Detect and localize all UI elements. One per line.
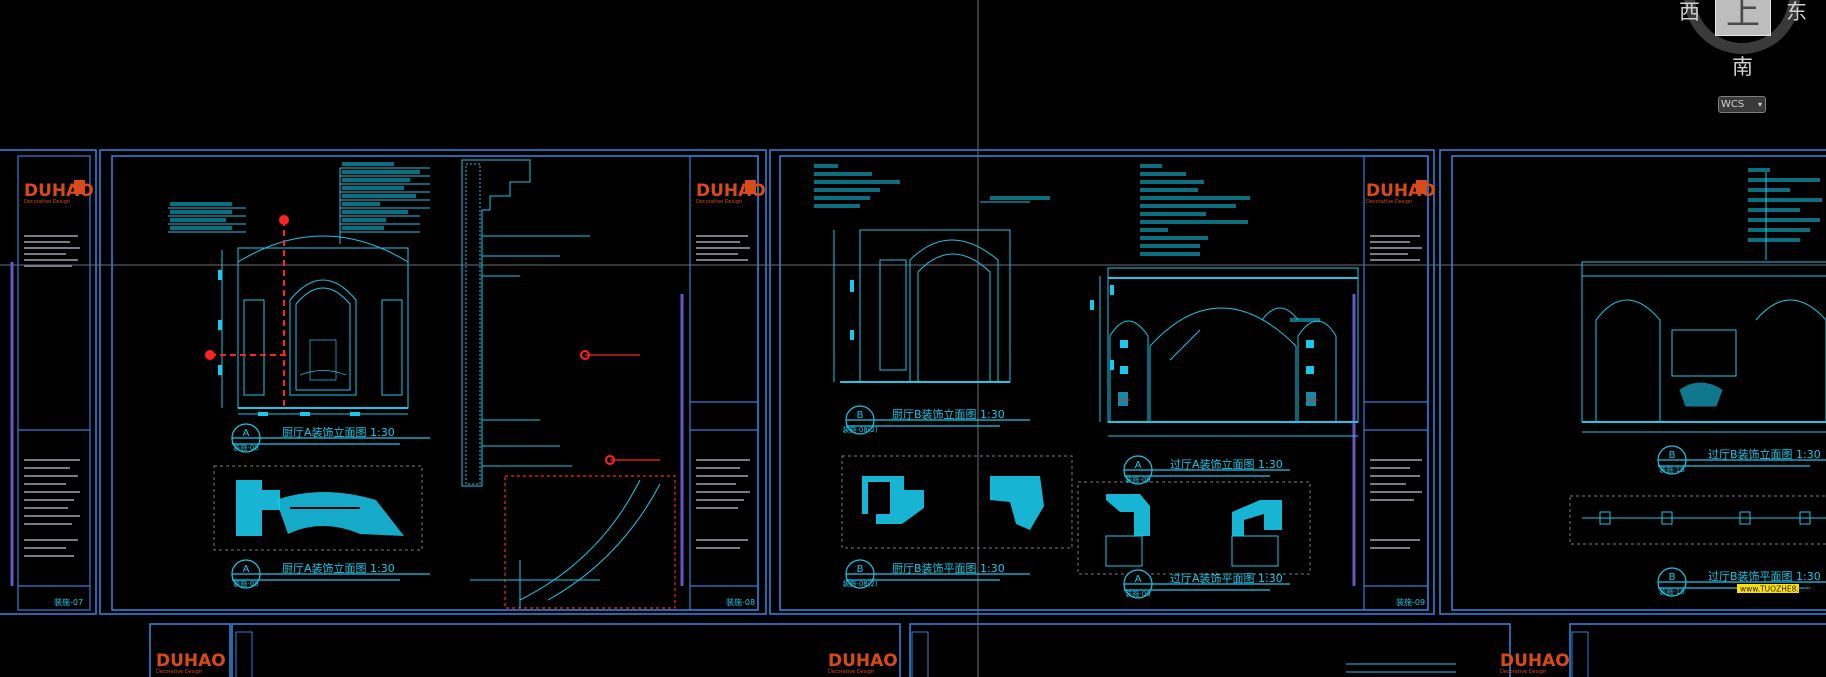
drawing-title: 厨厅A装饰立面图 1:30: [282, 425, 395, 439]
elevation-drawing-hall-a: [221, 235, 409, 415]
title-code: 装施-10: [1659, 465, 1684, 474]
chevron-down-icon: ▾: [1757, 100, 1762, 109]
title-code: 装施-08(2): [842, 425, 878, 434]
annotation-leaders: [168, 167, 430, 244]
section-drawing-detail: [470, 479, 661, 608]
annotation-text-blocks: [1140, 164, 1320, 322]
viewcube-top-face[interactable]: 上: [1715, 0, 1771, 36]
drawing-title: 厨厅B装饰平面图 1:30: [892, 561, 1005, 575]
logo-text: DUHAO: [1500, 651, 1570, 671]
logo-subtext: Decorative Design: [24, 199, 70, 205]
elevation-drawing-hall-b: [833, 201, 1030, 383]
drawing-title-labels: A 装施-08 厨厅A装饰立面图 1:30 A 装施-08 厨厅A装饰立面图 1…: [233, 407, 1820, 598]
plan-detail-hall-a: [213, 465, 423, 551]
viewcube-widget[interactable]: 上 西 东 南 WCS ▾: [1668, 0, 1826, 130]
sheet-side-bars: [10, 262, 1356, 586]
logo-subtext: Decorative Design: [1500, 669, 1546, 675]
title-code: 装施-08: [233, 579, 258, 588]
title-letter: A: [1135, 574, 1142, 585]
sheet-frames: [0, 149, 1826, 677]
elevation-drawing-lobby-b: [1581, 172, 1826, 433]
title-letter: B: [1669, 572, 1676, 583]
title-blocks: [17, 155, 1429, 611]
compass-east-label[interactable]: 东: [1786, 0, 1807, 24]
logo-text: DUHAO: [156, 651, 226, 671]
plan-detail-lobby-b: [1569, 495, 1826, 545]
title-letter: A: [243, 564, 250, 575]
drawing-title: 过厅A装饰立面图 1:30: [1170, 457, 1283, 471]
title-letter: A: [1135, 460, 1142, 471]
compass-south-label[interactable]: 南: [1732, 55, 1753, 79]
wcs-label: WCS: [1721, 99, 1745, 110]
annotation-text-blocks: [170, 162, 420, 230]
annotation-text-blocks: [814, 164, 1050, 208]
title-block-text-lines: [24, 235, 1422, 557]
plan-detail-lobby-a: [1077, 481, 1311, 575]
drawing-title: 过厅B装饰立面图 1:30: [1708, 447, 1821, 461]
logo-text: DUHAO: [828, 651, 898, 671]
watermark-background: [1737, 584, 1799, 593]
elevation-ornaments: [1118, 340, 1316, 406]
sheet-code: 装施-09: [1396, 597, 1425, 607]
logo-subtext: Decorative Design: [1366, 199, 1412, 205]
title-letter: A: [243, 428, 250, 439]
logo-subtext: Decorative Design: [156, 669, 202, 675]
watermark-text: www.TUOZHE8.com: [1740, 585, 1815, 594]
title-code: 装施-08(2): [842, 579, 878, 588]
annotation-text-blocks: [1748, 168, 1822, 242]
elevation-drawing-lobby-a: [1099, 267, 1359, 437]
plan-detail-hall-b: [841, 455, 1073, 549]
section-cut-markers: [205, 215, 676, 609]
drawing-title-symbols: [231, 405, 1826, 599]
drawing-title: 厨厅A装饰立面图 1:30: [282, 561, 395, 575]
title-letter: B: [857, 564, 864, 575]
sheet-code: 装施-07: [54, 597, 83, 607]
logo-subtext: Decorative Design: [828, 669, 874, 675]
section-drawing-wall: [461, 159, 590, 487]
company-logo: DUHAO Decorative Design DUHAO Decorative…: [24, 180, 1570, 675]
wcs-menu-button[interactable]: WCS ▾: [1718, 96, 1766, 113]
drawing-title: 厨厅B装饰立面图 1:30: [892, 407, 1005, 421]
dimension-markers: [218, 270, 1114, 416]
title-code: 装施-08: [233, 443, 258, 452]
title-code: 装施-09: [1125, 589, 1150, 598]
drawing-title: 过厅A装饰平面图 1:30: [1170, 571, 1283, 585]
logo-subtext: Decorative Design: [696, 199, 742, 205]
compass-west-label[interactable]: 西: [1679, 0, 1700, 24]
sheet-code: 装施-08: [726, 597, 755, 607]
drawing-title: 过厅B装饰平面图 1:30: [1708, 569, 1821, 583]
title-code: 装施-10: [1659, 587, 1684, 596]
title-code: 装施-09: [1125, 475, 1150, 484]
title-letter: B: [857, 410, 864, 421]
title-letter: B: [1669, 450, 1676, 461]
bottom-sheet-strips: [235, 631, 1589, 677]
